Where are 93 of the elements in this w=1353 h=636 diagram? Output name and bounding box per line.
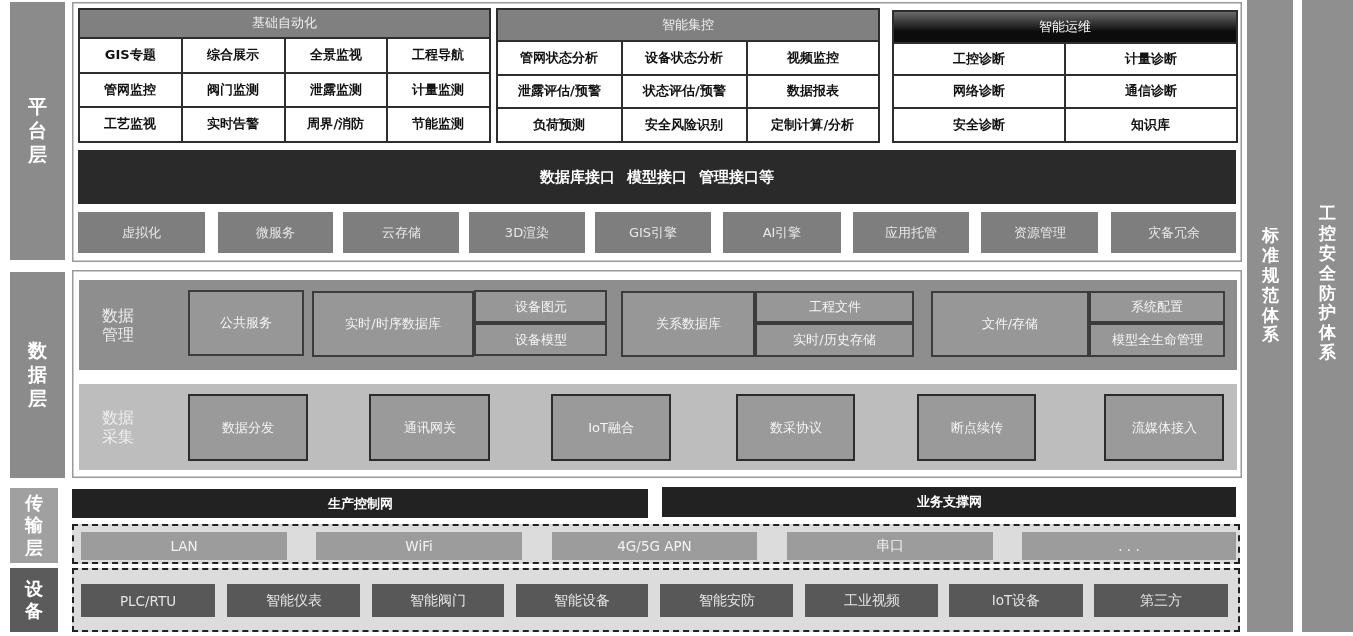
group-header: 智能集控 bbox=[497, 9, 878, 40]
service-tile: 虚拟化 bbox=[78, 212, 205, 253]
dashed-panel bbox=[72, 524, 1240, 564]
service-tile: GIS引擎 bbox=[595, 212, 711, 253]
function-cell: 工程导航 bbox=[387, 38, 489, 72]
data-module: 实时/历史存储 bbox=[755, 323, 914, 357]
device-tile: 智能仪表 bbox=[227, 584, 360, 617]
function-cell: 负荷预测 bbox=[497, 108, 621, 141]
function-cell: 计量诊断 bbox=[1065, 43, 1236, 74]
service-tile: 灾备冗余 bbox=[1111, 212, 1236, 253]
function-cell: 通信诊断 bbox=[1065, 75, 1236, 107]
service-tile: 应用托管 bbox=[853, 212, 969, 253]
device-tile: 智能设备 bbox=[516, 584, 648, 617]
layer-title: 标准规范体系 bbox=[1261, 226, 1279, 346]
data-module: 数采协议 bbox=[736, 394, 855, 461]
function-cell: 视频监控 bbox=[747, 41, 878, 74]
data-module: 数据分发 bbox=[188, 394, 308, 461]
function-cell: 阀门监测 bbox=[182, 73, 284, 106]
function-cell: 泄露监测 bbox=[285, 73, 386, 106]
service-tile: 云存储 bbox=[343, 212, 459, 253]
function-cell: GIS专题 bbox=[79, 38, 181, 72]
layer-panel bbox=[72, 270, 1242, 478]
data-module: 关系数据库 bbox=[621, 291, 755, 357]
function-cell: 管网监控 bbox=[79, 73, 181, 106]
data-module: 实时/时序数据库 bbox=[312, 291, 474, 357]
module-grid bbox=[496, 8, 880, 143]
function-cell: 安全风险识别 bbox=[622, 108, 746, 141]
device-tile: 智能安防 bbox=[660, 584, 793, 617]
function-cell: 设备状态分析 bbox=[622, 41, 746, 74]
function-cell: 管网状态分析 bbox=[497, 41, 621, 74]
band-title: 数据管理 bbox=[101, 305, 135, 344]
device-tile: 第三方 bbox=[1094, 584, 1228, 617]
device-tile: IoT设备 bbox=[949, 584, 1083, 617]
module-grid bbox=[892, 10, 1238, 143]
network-bar: 生产控制网 bbox=[72, 489, 648, 518]
layer-label-band bbox=[10, 568, 58, 632]
function-cell: 计量监测 bbox=[387, 73, 489, 106]
data-module: 公共服务 bbox=[188, 290, 304, 356]
layer-title: 平台层 bbox=[28, 95, 47, 167]
system-column-band bbox=[1247, 0, 1293, 632]
function-cell: 工艺监视 bbox=[79, 107, 181, 141]
group-header: 智能运维 bbox=[893, 11, 1236, 42]
layer-title: 传输层 bbox=[25, 491, 43, 560]
function-cell: 节能监测 bbox=[387, 107, 489, 141]
layer-panel bbox=[72, 2, 1242, 262]
protocol-tile: . . . bbox=[1022, 532, 1236, 560]
service-tile: 微服务 bbox=[218, 212, 333, 253]
function-cell: 综合展示 bbox=[182, 38, 284, 72]
layer-title: 工控安全防护体系 bbox=[1319, 204, 1336, 363]
module-grid bbox=[78, 8, 491, 143]
protocol-tile: WiFi bbox=[316, 532, 522, 560]
interface-bar: 数据库接口 模型接口 管理接口等 bbox=[78, 150, 1236, 204]
service-tile: AI引擎 bbox=[723, 212, 841, 253]
protocol-tile: 4G/5G APN bbox=[552, 532, 757, 560]
data-band bbox=[79, 384, 1237, 470]
layer-label-band bbox=[10, 2, 65, 260]
function-cell: 全景监视 bbox=[285, 38, 386, 72]
data-module: 工程文件 bbox=[755, 291, 914, 323]
data-module: 流媒体接入 bbox=[1104, 394, 1224, 461]
protocol-tile: 串口 bbox=[787, 532, 993, 560]
data-module: 断点续传 bbox=[917, 394, 1036, 461]
layer-label-band bbox=[10, 272, 65, 478]
device-tile: PLC/RTU bbox=[81, 584, 215, 617]
dashed-panel bbox=[72, 568, 1240, 632]
data-module: 文件/存储 bbox=[931, 291, 1089, 357]
system-column-band bbox=[1302, 0, 1353, 632]
network-bar: 业务支撑网 bbox=[662, 487, 1236, 517]
layer-label-band bbox=[10, 488, 58, 563]
data-module: 设备图元 bbox=[474, 290, 607, 323]
device-tile: 工业视频 bbox=[805, 584, 938, 617]
device-tile: 智能阀门 bbox=[372, 584, 504, 617]
service-tile: 资源管理 bbox=[981, 212, 1098, 253]
function-cell: 泄露评估/预警 bbox=[497, 75, 621, 107]
data-module: 模型全生命管理 bbox=[1089, 323, 1225, 357]
function-cell: 数据报表 bbox=[747, 75, 878, 107]
layer-title: 设备 bbox=[25, 577, 43, 623]
protocol-tile: LAN bbox=[81, 532, 287, 560]
function-cell: 状态评估/预警 bbox=[622, 75, 746, 107]
function-cell: 定制计算/分析 bbox=[747, 108, 878, 141]
function-cell: 安全诊断 bbox=[893, 108, 1064, 141]
function-cell: 知识库 bbox=[1065, 108, 1236, 141]
layer-title: 数据层 bbox=[28, 339, 47, 411]
group-header: 基础自动化 bbox=[79, 9, 489, 37]
function-cell: 实时告警 bbox=[182, 107, 284, 141]
data-module: 系统配置 bbox=[1089, 291, 1225, 323]
function-cell: 周界/消防 bbox=[285, 107, 386, 141]
service-tile: 3D渲染 bbox=[469, 212, 585, 253]
data-band bbox=[79, 280, 1237, 370]
data-module: IoT融合 bbox=[551, 394, 671, 461]
function-cell: 网络诊断 bbox=[893, 75, 1064, 107]
function-cell: 工控诊断 bbox=[893, 43, 1064, 74]
data-module: 通讯网关 bbox=[369, 394, 490, 461]
data-module: 设备模型 bbox=[474, 323, 607, 356]
